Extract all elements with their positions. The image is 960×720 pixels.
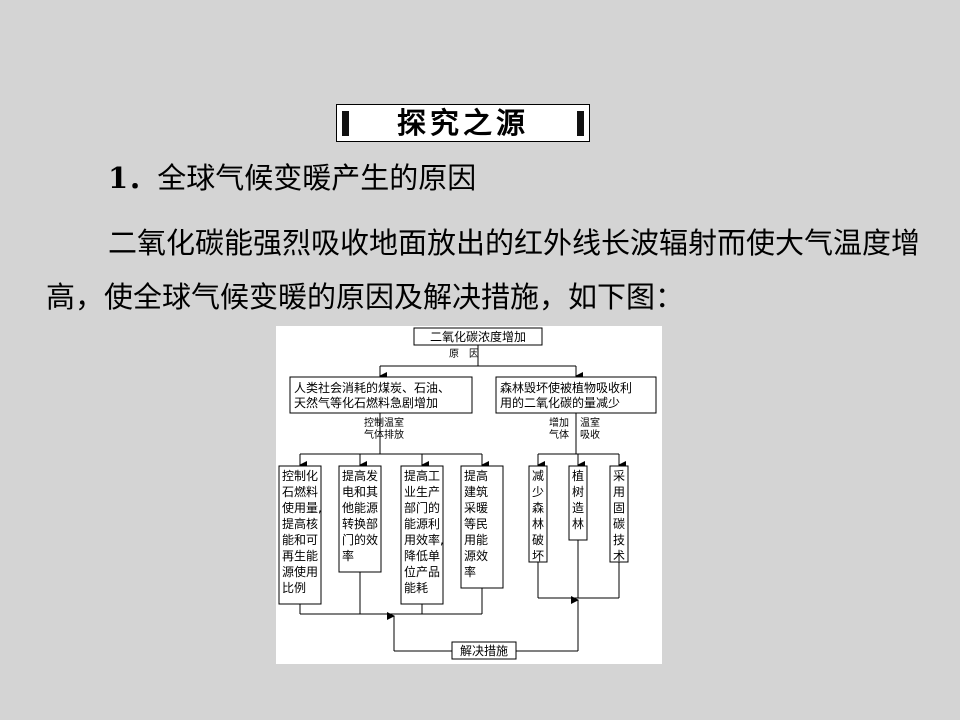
left-measure-text: 部门的 [404, 500, 440, 515]
left-measure-text: 率 [464, 564, 476, 579]
right-branch-label: 气体 [549, 428, 569, 441]
section-banner: 探究之源 [336, 104, 590, 142]
left-cause-box [289, 376, 473, 414]
right-measure-text: 植 [572, 468, 584, 483]
right-measure-text: 用 [613, 485, 625, 499]
bottom-box-label: 解决措施 [460, 644, 508, 658]
banner-title: 探究之源 [396, 106, 529, 140]
left-measure-text: 位产品 [404, 564, 440, 579]
left-measure-text: 建筑 [464, 484, 488, 499]
left-branch-label: 温室 [384, 416, 404, 429]
right-measure-text: 破 [532, 532, 544, 547]
left-measure-text: 源使用 [282, 564, 318, 579]
left-measure-text: 转换部 [342, 516, 378, 531]
left-measure-text: 业生产 [404, 485, 440, 499]
reason-label: 原 因 [449, 348, 479, 360]
section-heading: 1．全球气候变暖产生的原因 [108, 158, 476, 198]
body-paragraph: 二氧化碳能强烈吸收地面放出的红外线长波辐射而使大气温度增高，使全球气候变暖的原因… [46, 226, 921, 314]
banner-left-bar [342, 111, 349, 136]
left-measure-text: 能源利 [404, 517, 440, 531]
left-measure-text: 电和其 [342, 485, 378, 499]
left-measure-text: 能和可 [282, 533, 318, 547]
left-measure-text: 降低单 [404, 549, 440, 563]
right-cause-text: 用的二氧化碳的量减少 [500, 395, 620, 410]
left-measure-text: 提高工 [404, 468, 440, 483]
flow-diagram: 二氧化碳浓度增加原 因人类社会消耗的煤炭、石油、天然气等化石燃料急剧增加 森林毁坏… [276, 326, 662, 664]
left-measure-box [278, 465, 322, 605]
left-measure-text: 用能 [464, 533, 488, 547]
left-measure-text: 石燃料 [282, 484, 318, 499]
right-measure-text: 采 [613, 469, 625, 483]
right-branch-label: 温室 [580, 416, 600, 429]
left-measure-text: 采暖 [464, 501, 488, 515]
left-measure-text: 门的效 [342, 532, 378, 547]
left-measure-box [400, 465, 444, 605]
right-measure-text: 固 [613, 501, 625, 515]
left-measure-text: 源效 [464, 548, 488, 563]
left-measure-text: 提高 [464, 468, 488, 483]
right-measure-text: 造 [572, 501, 584, 515]
left-branch-label: 气体 [364, 428, 384, 441]
left-measure-text: 再生能 [282, 549, 318, 563]
right-branch-label: 增加 [549, 416, 569, 429]
right-branch-label: 吸收 [580, 428, 600, 441]
left-cause-text: 人类社会消耗的煤炭、石油、 [294, 380, 450, 395]
left-branch-label: 排放 [384, 428, 404, 441]
left-cause-text: 天然气等化石燃料急剧增加 [294, 395, 438, 410]
left-branch-label: 控制 [364, 416, 384, 429]
left-measure-box [460, 465, 504, 589]
left-measure-box [338, 465, 382, 573]
left-measure-text: 等民 [464, 517, 488, 531]
top-box-label: 二氧化碳浓度增加 [430, 329, 526, 344]
left-measure-text: 比例 [282, 581, 306, 595]
right-measure-text: 术 [613, 549, 625, 563]
left-measure-text: 率 [342, 548, 354, 563]
left-measure-text: 能耗 [404, 581, 428, 595]
right-measure-text: 树 [572, 484, 584, 499]
heading-number: 1． [108, 161, 158, 195]
right-measure-text: 林 [532, 517, 544, 531]
left-measure-text: 他能源 [342, 501, 378, 515]
left-measure-text: 提高发 [342, 468, 378, 483]
right-measure-text: 坏 [532, 549, 544, 563]
right-measure-text: 减 [532, 469, 544, 483]
left-measure-text: 提高核 [282, 516, 318, 531]
banner-right-bar [577, 111, 584, 136]
right-cause-text: 森林毁坏使被植物吸收利 [500, 380, 632, 395]
right-measure-text: 少 [532, 485, 544, 499]
left-measure-text: 使用量, [282, 500, 322, 515]
right-measure-text: 碳 [613, 517, 625, 531]
heading-text: 全球气候变暖产生的原因 [157, 161, 477, 195]
right-measure-text: 技 [613, 533, 625, 547]
left-measure-text: 用效率, [404, 532, 444, 547]
left-measure-text: 控制化 [282, 469, 318, 483]
right-measure-text: 森 [532, 500, 544, 515]
right-cause-box [495, 376, 657, 414]
right-measure-text: 林 [572, 517, 584, 531]
